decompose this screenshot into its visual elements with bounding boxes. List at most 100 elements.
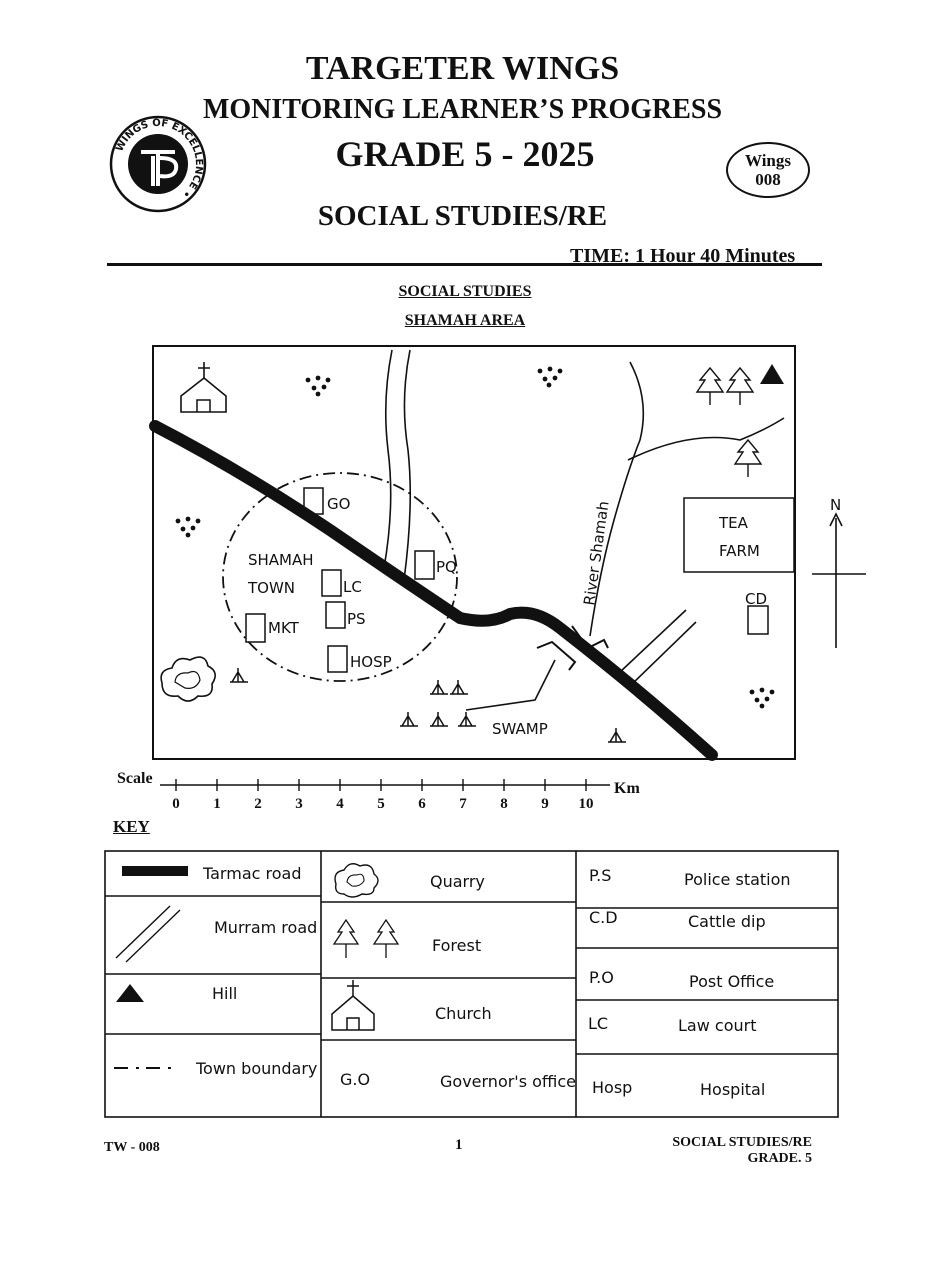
key-lc-name: Law court xyxy=(678,1016,757,1035)
key-tarmac-road: Tarmac road xyxy=(203,864,302,883)
badge-line-1: Wings xyxy=(745,151,791,170)
key-po-abbr: P.O xyxy=(589,968,614,987)
label-town-line-1: SHAMAH xyxy=(248,551,314,569)
document-title: TARGETER WINGS xyxy=(305,50,620,87)
church-symbol xyxy=(331,980,375,1031)
map-frame xyxy=(152,345,796,760)
header-rule xyxy=(107,263,822,266)
murram-road-west-edge xyxy=(383,349,393,569)
label-tea-line-2: FARM xyxy=(719,542,760,560)
label-lc: LC xyxy=(343,578,362,596)
quarry-icon xyxy=(160,656,216,702)
key-po-name: Post Office xyxy=(689,972,775,991)
dots-cluster-icon xyxy=(749,687,775,709)
scale-unit: Km xyxy=(614,780,640,797)
key-hosp-name: Hospital xyxy=(700,1080,766,1099)
scale-label: Scale xyxy=(117,770,153,787)
scale-tick-label: 8 xyxy=(500,796,508,812)
map-title: SHAMAH AREA xyxy=(404,312,526,329)
hill-icon xyxy=(760,364,784,384)
church-icon xyxy=(180,362,227,413)
key-church: Church xyxy=(435,1004,492,1023)
key-ps-name: Police station xyxy=(684,870,791,889)
scale-tick-label: 2 xyxy=(254,796,262,812)
murram-road-branch-1 xyxy=(619,609,687,673)
quarry-symbol xyxy=(334,863,379,898)
forest-symbol xyxy=(332,918,360,958)
key-go-abbr: G.O xyxy=(340,1070,371,1089)
footer-subject-line-2: GRADE. 5 xyxy=(747,1151,812,1166)
dots-cluster-icon xyxy=(537,366,563,388)
swamp-icon xyxy=(230,668,626,743)
label-river: River Shamah xyxy=(580,500,612,607)
time-allowed: TIME: 1 Hour 40 Minutes xyxy=(570,245,796,267)
bridge-north xyxy=(571,625,609,650)
murram-road-branch-2 xyxy=(631,621,697,685)
label-go: GO xyxy=(327,495,350,513)
scale-tick-label: 7 xyxy=(459,796,467,812)
cattle-dip-building xyxy=(747,605,769,635)
label-swamp: SWAMP xyxy=(492,720,548,738)
forest-icon xyxy=(733,438,763,477)
post-office-building xyxy=(414,550,435,580)
paper-code-badge: Wings 008 xyxy=(726,142,810,198)
law-court-building xyxy=(321,569,342,597)
scale-tick-label: 1 xyxy=(213,796,221,812)
river-shamah xyxy=(589,361,645,637)
dots-cluster-icon xyxy=(175,516,201,538)
grade-heading: GRADE 5 - 2025 xyxy=(335,134,595,174)
footer-code: TW - 008 xyxy=(104,1140,160,1155)
key-hosp-abbr: Hosp xyxy=(592,1078,633,1097)
key-cd-abbr: C.D xyxy=(589,908,618,927)
hill-symbol xyxy=(116,984,144,1002)
swamp-pointer-line xyxy=(465,659,556,711)
subject-heading: SOCIAL STUDIES/RE xyxy=(317,200,608,232)
key-go-name: Governor's office xyxy=(440,1072,577,1091)
dots-cluster-icon xyxy=(305,375,331,397)
river-tributary xyxy=(627,417,785,461)
section-title: SOCIAL STUDIES xyxy=(398,283,532,300)
badge-line-2: 008 xyxy=(755,170,781,189)
key-town-boundary: Town boundary xyxy=(196,1059,318,1078)
scale-tick-label: 4 xyxy=(336,796,344,812)
town-boundary xyxy=(222,472,458,682)
footer-subject-line-1: SOCIAL STUDIES/RE xyxy=(672,1135,812,1150)
label-mkt: MKT xyxy=(268,619,300,637)
label-pq: PQ xyxy=(436,558,457,576)
market-building xyxy=(245,613,266,643)
north-arrow: N xyxy=(812,496,866,648)
scale-tick-label: 5 xyxy=(377,796,385,812)
key-lc-abbr: LC xyxy=(588,1014,609,1033)
key-quarry: Quarry xyxy=(430,872,485,891)
key-forest: Forest xyxy=(432,936,482,955)
school-logo-icon: WINGS OF EXCELLENCE • xyxy=(109,115,207,213)
tarmac-road-symbol xyxy=(122,866,188,876)
scale-tick-label: 3 xyxy=(295,796,303,812)
label-ps: PS xyxy=(347,610,366,628)
scale-tick-label: 6 xyxy=(418,796,426,812)
scale-tick-label: 10 xyxy=(579,796,594,812)
scale-tick-label: 0 xyxy=(172,796,180,812)
shamah-area-map: GO PQ LC PS MKT HOSP SHAMAH TOWN SWAMP T… xyxy=(149,345,866,812)
scale-tick-label: 9 xyxy=(541,796,549,812)
key-murram-road: Murram road xyxy=(214,918,318,937)
north-label: N xyxy=(830,496,841,514)
police-station-building xyxy=(325,601,346,629)
bridge-south xyxy=(536,640,577,671)
tarmac-road xyxy=(149,420,718,761)
footer-subject: SOCIAL STUDIES/RE GRADE. 5 xyxy=(600,1135,812,1167)
label-hosp: HOSP xyxy=(350,653,392,671)
forest-icon xyxy=(695,366,755,405)
key-hill: Hill xyxy=(212,984,238,1003)
murram-road-symbol xyxy=(115,905,181,963)
forest-symbol xyxy=(372,918,400,958)
key-grid xyxy=(104,850,839,1118)
label-cd: CD xyxy=(745,590,767,608)
document-subtitle: MONITORING LEARNER’S PROGRESS xyxy=(202,94,723,125)
key-title: KEY xyxy=(113,817,150,836)
tea-farm-plot xyxy=(683,497,795,573)
scale-bar: 0 1 2 3 4 5 6 7 8 9 10 xyxy=(160,779,610,812)
key-cd-name: Cattle dip xyxy=(688,912,766,931)
hospital-building xyxy=(327,645,348,673)
page-number: 1 xyxy=(455,1137,463,1153)
